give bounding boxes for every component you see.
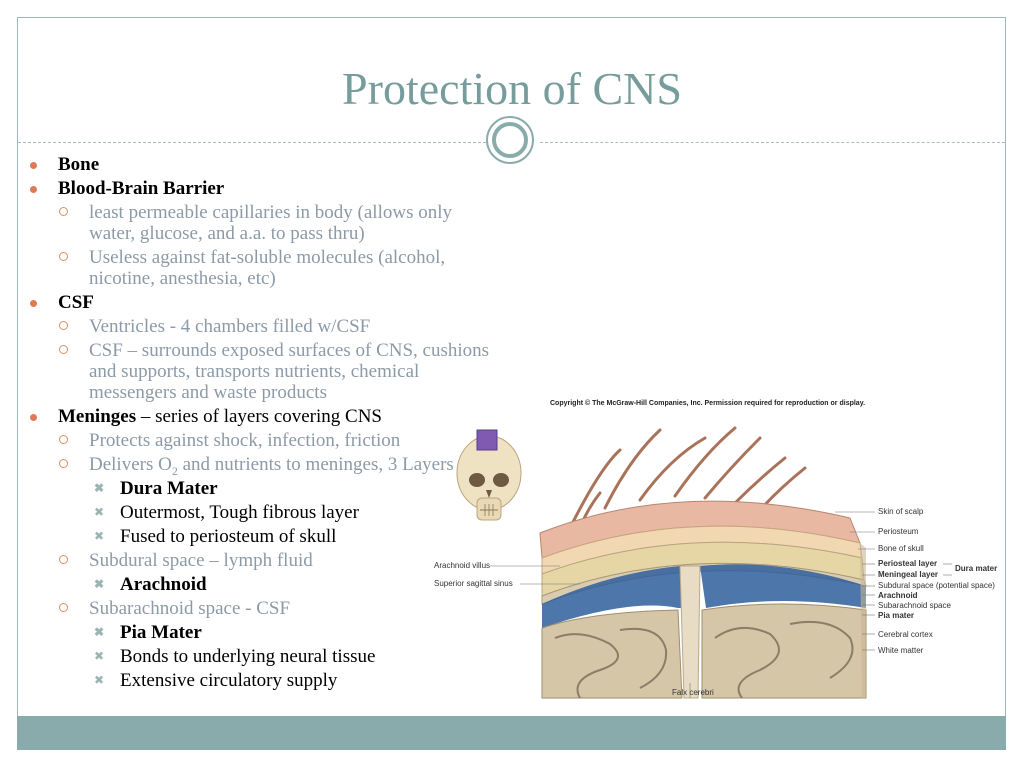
bullet-dot-icon bbox=[30, 414, 37, 421]
label-meningeal-layer: Meningeal layer bbox=[878, 570, 939, 579]
bullet-ring-icon bbox=[59, 252, 68, 261]
bullet-x-icon: ✖ bbox=[94, 673, 105, 687]
figure-copyright: Copyright © The McGraw-Hill Companies, I… bbox=[550, 400, 866, 407]
bullet-ring-icon bbox=[59, 207, 68, 216]
title-divider-left bbox=[18, 142, 486, 143]
bullet-x-icon: ✖ bbox=[94, 481, 105, 495]
label-subarachnoid-space: Subarachnoid space bbox=[878, 601, 951, 610]
sub-bullet-subarachnoid: Subarachnoid space - CSF bbox=[28, 598, 488, 619]
sub-bullet-fat-soluble: Useless against fat-soluble molecules (a… bbox=[28, 247, 488, 289]
bullet-x-icon: ✖ bbox=[94, 577, 105, 591]
tertiary-pia-mater: ✖Pia Mater bbox=[94, 622, 202, 643]
label-white-matter: White matter bbox=[878, 646, 924, 655]
bullet-ring-icon bbox=[59, 459, 68, 468]
tertiary-bonds: ✖Bonds to underlying neural tissue bbox=[94, 646, 376, 667]
sub-bullet-subdural: Subdural space – lymph fluid bbox=[28, 550, 488, 571]
sub-bullet-capillaries: least permeable capillaries in body (all… bbox=[28, 202, 488, 244]
label-superior-sagittal-sinus: Superior sagittal sinus bbox=[434, 579, 513, 588]
bullet-dot-icon bbox=[30, 300, 37, 307]
bullet-ring-icon bbox=[59, 603, 68, 612]
bullet-ring-icon bbox=[59, 321, 68, 330]
bullet-ring-icon bbox=[59, 555, 68, 564]
tertiary-circulatory: ✖Extensive circulatory supply bbox=[94, 670, 338, 691]
skull-icon bbox=[456, 429, 522, 521]
bullet-bone: Bone bbox=[28, 154, 488, 175]
label-pia-mater: Pia mater bbox=[878, 611, 915, 620]
label-dura-mater: Dura mater bbox=[955, 564, 998, 573]
title-divider-right bbox=[540, 142, 1005, 143]
sub-bullet-ventricles: Ventricles - 4 chambers filled w/CSF bbox=[28, 316, 488, 337]
sub-bullet-delivers: Delivers O2 and nutrients to meninges, 3… bbox=[28, 454, 479, 477]
label-arachnoid: Arachnoid bbox=[878, 591, 918, 600]
tertiary-outermost: ✖Outermost, Tough fibrous layer bbox=[94, 502, 359, 523]
label-cerebral-cortex: Cerebral cortex bbox=[878, 630, 933, 639]
label-periosteum: Periosteum bbox=[878, 527, 919, 536]
bullet-dot-icon bbox=[30, 162, 37, 169]
slide-title: Protection of CNS bbox=[342, 63, 682, 114]
label-skin-of-scalp: Skin of scalp bbox=[878, 507, 924, 516]
bullet-ring-icon bbox=[59, 435, 68, 444]
meninges-figure: Copyright © The McGraw-Hill Companies, I… bbox=[430, 398, 1000, 710]
tertiary-fused: ✖Fused to periosteum of skull bbox=[94, 526, 337, 547]
label-subdural-space: Subdural space (potential space) bbox=[878, 581, 995, 590]
bullet-x-icon: ✖ bbox=[94, 529, 105, 543]
bullet-csf: CSF bbox=[28, 292, 488, 313]
footer-band bbox=[17, 716, 1006, 750]
meninges-illustration bbox=[456, 426, 952, 699]
bullet-dot-icon bbox=[30, 186, 37, 193]
bullet-ring-icon bbox=[59, 345, 68, 354]
bullet-x-icon: ✖ bbox=[94, 505, 105, 519]
tertiary-dura-mater: ✖Dura Mater bbox=[94, 478, 218, 499]
bullet-blood-brain-barrier: Blood-Brain Barrier bbox=[28, 178, 488, 199]
bullet-x-icon: ✖ bbox=[94, 625, 105, 639]
tertiary-arachnoid: ✖Arachnoid bbox=[94, 574, 207, 595]
label-arachnoid-villus: Arachnoid villus bbox=[434, 561, 491, 570]
bullet-list: Bone Blood-Brain Barrier least permeable… bbox=[28, 154, 489, 694]
sub-bullet-csf-function: CSF – surrounds exposed surfaces of CNS,… bbox=[28, 340, 509, 403]
circle-ornament-icon bbox=[486, 116, 534, 164]
bullet-meninges: Meninges – series of layers covering CNS bbox=[28, 406, 488, 427]
label-falx-cerebri: Falx cerebri bbox=[672, 688, 714, 697]
label-periosteal-layer: Periosteal layer bbox=[878, 559, 938, 568]
bullet-x-icon: ✖ bbox=[94, 649, 105, 663]
label-bone-of-skull: Bone of skull bbox=[878, 544, 924, 553]
sub-bullet-protects: Protects against shock, infection, frict… bbox=[28, 430, 488, 451]
leader-lines bbox=[490, 511, 952, 698]
